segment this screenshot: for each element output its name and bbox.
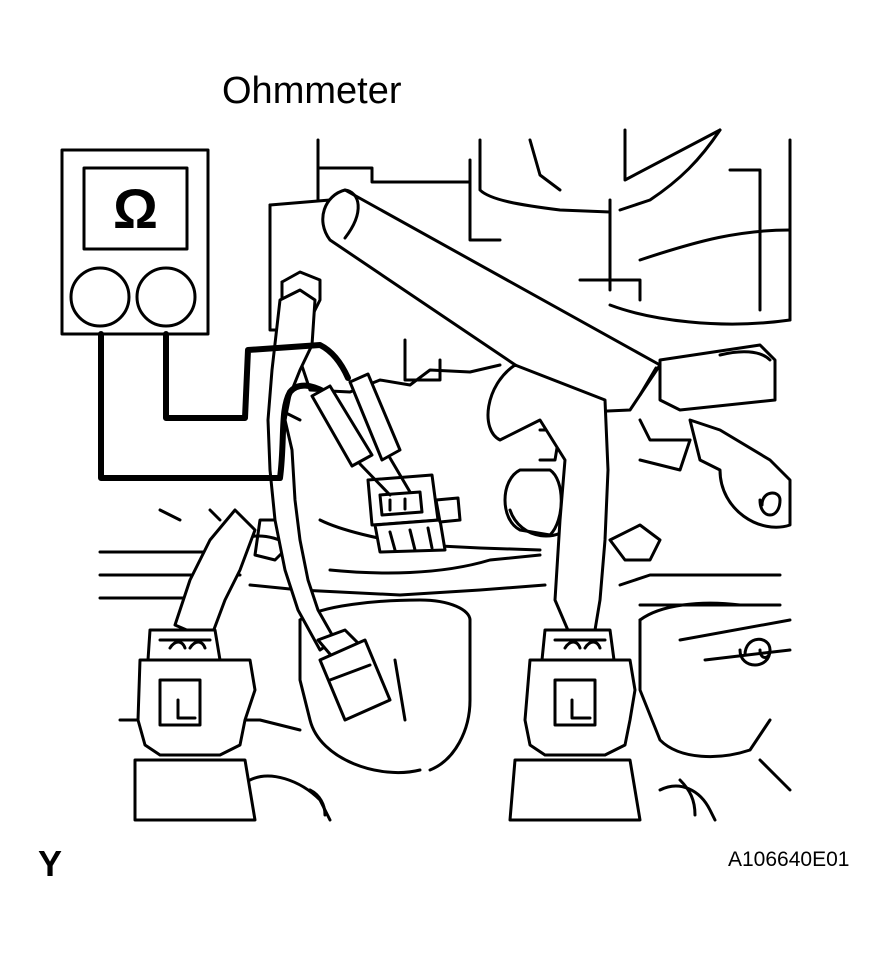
ohm-symbol: Ω [113,177,158,240]
right-ignition-coil [508,628,642,822]
test-leads [98,331,351,481]
center-hose [486,363,610,637]
ohmmeter-icon [60,148,210,336]
engine-block [98,128,792,822]
left-ignition-coil [133,628,257,822]
ohmmeter-label: Ohmmeter [222,70,402,112]
intake-pipe [321,188,662,414]
sensor-connector [366,473,462,554]
figure-code: A106640E01 [728,848,850,871]
spare-connector [316,628,392,722]
probe-icon [310,372,412,497]
left-hose [173,288,337,652]
corner-mark: Y [38,843,63,884]
